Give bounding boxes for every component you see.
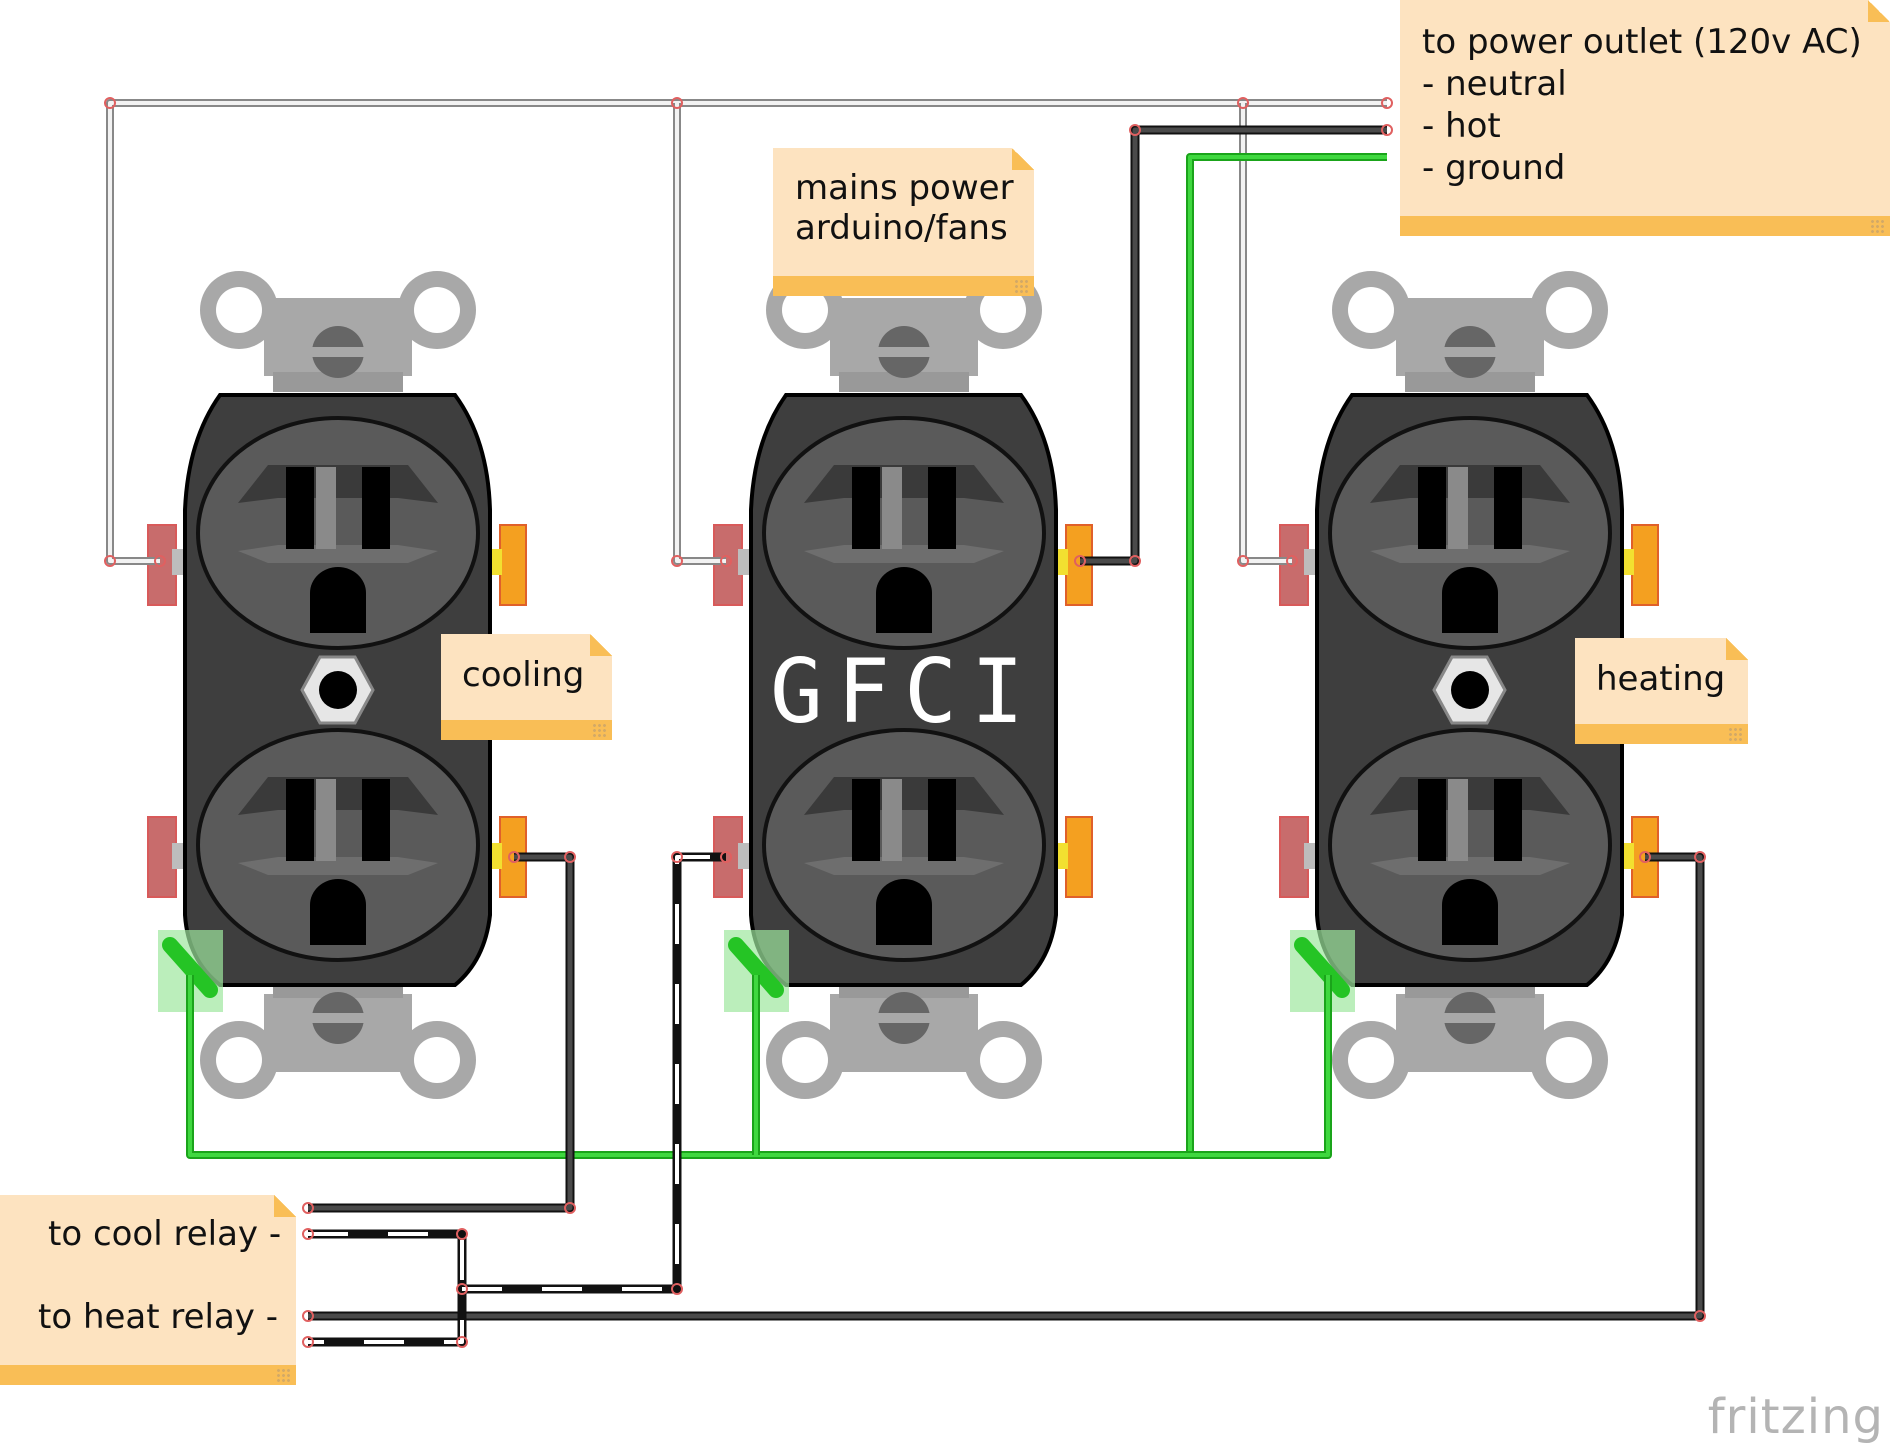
- note-footer: [1575, 724, 1748, 744]
- note-relay-heat: to heat relay -: [38, 1297, 279, 1337]
- note-outlet-line3: - hot: [1422, 106, 1501, 146]
- receptacle-heating: [1279, 271, 1659, 1099]
- gfci-label: GFCI: [770, 640, 1038, 743]
- fritzing-watermark: fritzing: [1707, 1389, 1884, 1445]
- note-outlet-line4: - ground: [1422, 148, 1566, 188]
- note-heating-label: heating: [1596, 659, 1726, 699]
- note-mains-line1: mains power: [795, 168, 1014, 208]
- note-footer: [441, 720, 612, 740]
- note-fold: [590, 634, 612, 656]
- note-footer: [1400, 216, 1890, 236]
- resize-grip-icon[interactable]: [1870, 219, 1884, 233]
- resize-grip-icon[interactable]: [1014, 279, 1028, 293]
- note-relays[interactable]: to cool relay - to heat relay -: [0, 1195, 296, 1385]
- resize-grip-icon[interactable]: [1728, 727, 1742, 741]
- note-footer: [773, 276, 1034, 296]
- note-relay-cool: to cool relay -: [48, 1214, 282, 1254]
- resize-grip-icon[interactable]: [276, 1368, 290, 1382]
- note-heating[interactable]: heating: [1575, 638, 1748, 744]
- note-cooling-label: cooling: [462, 655, 585, 695]
- note-fold: [1726, 638, 1748, 660]
- note-fold: [274, 1195, 296, 1217]
- wire-endpoints: [104, 97, 1706, 1348]
- neutral-wires[interactable]: [106, 99, 1387, 565]
- note-power-outlet[interactable]: to power outlet (120v AC) - neutral - ho…: [1400, 0, 1890, 236]
- ground-wires[interactable]: [186, 153, 1387, 1159]
- note-fold: [1868, 0, 1890, 22]
- receptacle-gfci: GFCI: [713, 271, 1093, 1099]
- note-outlet-line1: to power outlet (120v AC): [1422, 22, 1862, 62]
- receptacle-cooling: [147, 271, 527, 1099]
- note-footer: [0, 1365, 296, 1385]
- resize-grip-icon[interactable]: [592, 723, 606, 737]
- note-fold: [1012, 148, 1034, 170]
- note-outlet-line2: - neutral: [1422, 64, 1567, 104]
- note-mains-line2: arduino/fans: [795, 208, 1008, 248]
- note-cooling[interactable]: cooling: [441, 634, 612, 740]
- note-mains-power[interactable]: mains power arduino/fans: [773, 148, 1034, 296]
- hot-wires[interactable]: [308, 125, 1705, 1347]
